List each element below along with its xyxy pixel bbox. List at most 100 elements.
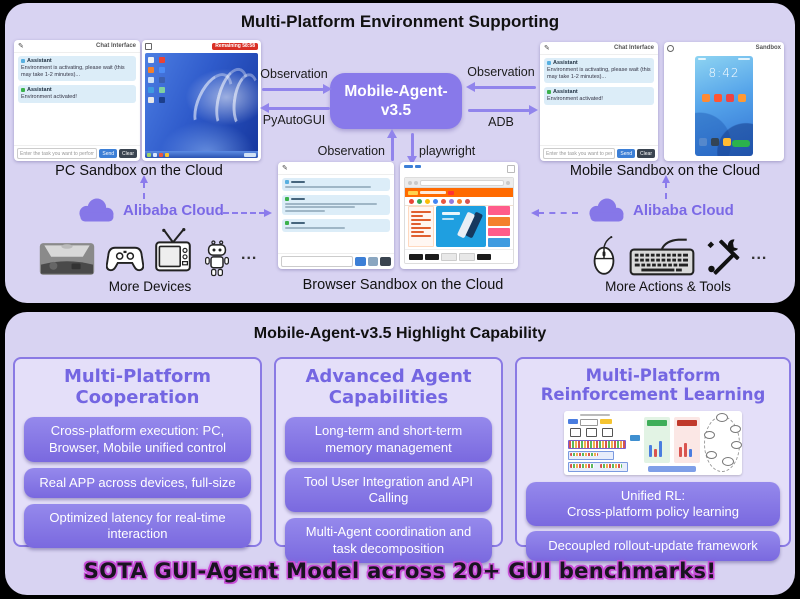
chat-title: Chat Interface (613, 45, 654, 51)
chat-header: ✎ (278, 162, 394, 175)
actions-ellipsis: ... (751, 246, 768, 263)
site-sidebar (408, 206, 434, 247)
capability-pill: Decoupled rollout-update framework (526, 531, 780, 562)
address-bar (420, 179, 504, 186)
remaining-time-badge: Remaining 58:58 (212, 42, 258, 50)
message-text: Environment is activating, please wait (… (21, 65, 125, 78)
mobile-observation-arrow (466, 82, 536, 92)
capability-pill: Optimized latency for real-time interact… (24, 503, 251, 549)
gamepad-icon (105, 243, 145, 273)
playwright-label: playwright (419, 144, 476, 158)
mobile-chat-window: ✎ Chat Interface Assistant Environment i… (540, 42, 658, 161)
secondary-button[interactable] (367, 257, 379, 266)
chat-title: Chat Interface (95, 43, 136, 49)
pc-desktop-window: Remaining 58:58 (142, 40, 261, 161)
pyautogui-label: PyAutoGUI (262, 113, 326, 127)
agent-box: Mobile-Agent- v3.5 (330, 73, 462, 129)
phone-icon (667, 44, 674, 52)
task-input[interactable] (281, 256, 353, 267)
phone-app-icons (695, 94, 753, 102)
site-promos (488, 206, 510, 247)
more-actions-label: More Actions & Tools (605, 279, 731, 294)
pc-chat-window: ✎ Chat Interface Assistant Environment i… (14, 40, 140, 161)
car-interior-icon (38, 242, 96, 276)
pencil-icon: ✎ (282, 164, 288, 172)
chat-messages: Assistant Environment is activating, ple… (14, 53, 140, 145)
capability-pill: Multi-Agent coordination and task decomp… (285, 518, 492, 563)
browser-toolbar (405, 178, 513, 188)
chat-messages (278, 175, 394, 253)
tv-icon (153, 228, 193, 276)
task-input[interactable] (17, 148, 98, 159)
card-multi-platform-rl: Multi-Platform Reinforcement Learning (515, 357, 791, 562)
send-button[interactable] (355, 257, 366, 266)
mobile-sandbox-label: Mobile Sandbox on the Cloud (569, 163, 761, 179)
browser-tab-label (404, 165, 421, 168)
site-nav-icons (405, 197, 513, 206)
tools-icon (705, 237, 741, 275)
task-input[interactable] (543, 148, 616, 159)
pyautogui-arrow (260, 103, 330, 113)
browser-chat-window: ✎ (278, 162, 394, 269)
capability-pill: Tool User Integration and API Calling (285, 467, 492, 513)
assistant-icon (285, 180, 289, 184)
sandbox-title: Sandbox (755, 45, 781, 51)
cloud-to-mobile-arrow (661, 175, 670, 199)
check-icon (285, 221, 289, 225)
capability-pill: Real APP across devices, full-size (24, 467, 251, 498)
message-text: Environment is activating, please wait (… (547, 67, 651, 80)
bottom-panel: Mobile-Agent-v3.5 Highlight Capability M… (5, 312, 795, 595)
clear-button[interactable]: Clear (637, 149, 655, 158)
send-button[interactable]: Send (617, 149, 636, 158)
chat-bubble (282, 195, 390, 215)
assistant-icon (547, 61, 551, 65)
pc-observation-arrow (262, 84, 332, 94)
pencil-icon: ✎ (544, 44, 550, 52)
alibaba-cloud-label-left: Alibaba Cloud (123, 202, 224, 219)
cloud-to-pc-arrow (139, 175, 148, 199)
chat-bubble: Assistant Environment is activating, ple… (18, 56, 136, 81)
browser-sandbox-label: Browser Sandbox on the Cloud (302, 277, 504, 293)
top-panel: Multi-Platform Environment Supporting ✎ … (5, 3, 795, 303)
phone-dock-icons (699, 138, 731, 146)
sota-banner: SOTA GUI-Agent Model across 20+ GUI benc… (83, 559, 717, 583)
chat-bubble (282, 219, 390, 232)
desktop-icons (148, 57, 165, 103)
keyboard-icon (629, 237, 695, 277)
capability-pill: Cross-platform execution: PC, Browser, M… (24, 417, 251, 462)
site-banner (436, 206, 486, 247)
browser-window (404, 177, 514, 264)
check-icon (21, 87, 25, 92)
site-header (405, 188, 513, 197)
adb-label: ADB (488, 115, 514, 129)
message-text: Environment activated! (21, 93, 77, 100)
browser-observation-arrow (387, 129, 397, 161)
windows-desktop (145, 53, 258, 158)
chat-header: ✎ Chat Interface (540, 42, 658, 55)
window-icon (145, 42, 152, 50)
bottom-title: Mobile-Agent-v3.5 Highlight Capability (253, 325, 547, 342)
card-advanced-agent-capabilities: Advanced Agent Capabilities Long-term an… (274, 357, 503, 563)
phone-green-button (732, 140, 750, 147)
mobile-sandbox-window: Sandbox 8:42 (664, 42, 784, 161)
cloud-to-browser-arrow-left (223, 208, 272, 217)
phone-screen: 8:42 (695, 56, 753, 156)
chat-bubble: Assistant Environment activated! (544, 86, 654, 105)
capability-pill: Long-term and short-term memory manageme… (285, 417, 492, 462)
clear-button[interactable] (380, 257, 392, 266)
send-button[interactable]: Send (99, 149, 118, 158)
cloud-to-browser-arrow-right (531, 208, 578, 217)
browser-sandbox-window (400, 162, 518, 269)
chat-header: ✎ Chat Interface (14, 40, 140, 53)
chat-bubble: Assistant Environment activated! (18, 84, 136, 103)
card-multi-platform-cooperation: Multi-Platform Cooperation Cross-platfor… (13, 357, 262, 549)
card-heading: Advanced Agent Capabilities (305, 366, 472, 409)
site-footer (405, 249, 513, 263)
alibaba-cloud-label-right: Alibaba Cloud (633, 202, 734, 219)
clear-button[interactable]: Clear (119, 149, 137, 158)
rl-framework-diagram (564, 410, 742, 475)
assistant-icon (21, 59, 25, 63)
playwright-arrow (407, 133, 417, 165)
check-icon (285, 197, 289, 201)
